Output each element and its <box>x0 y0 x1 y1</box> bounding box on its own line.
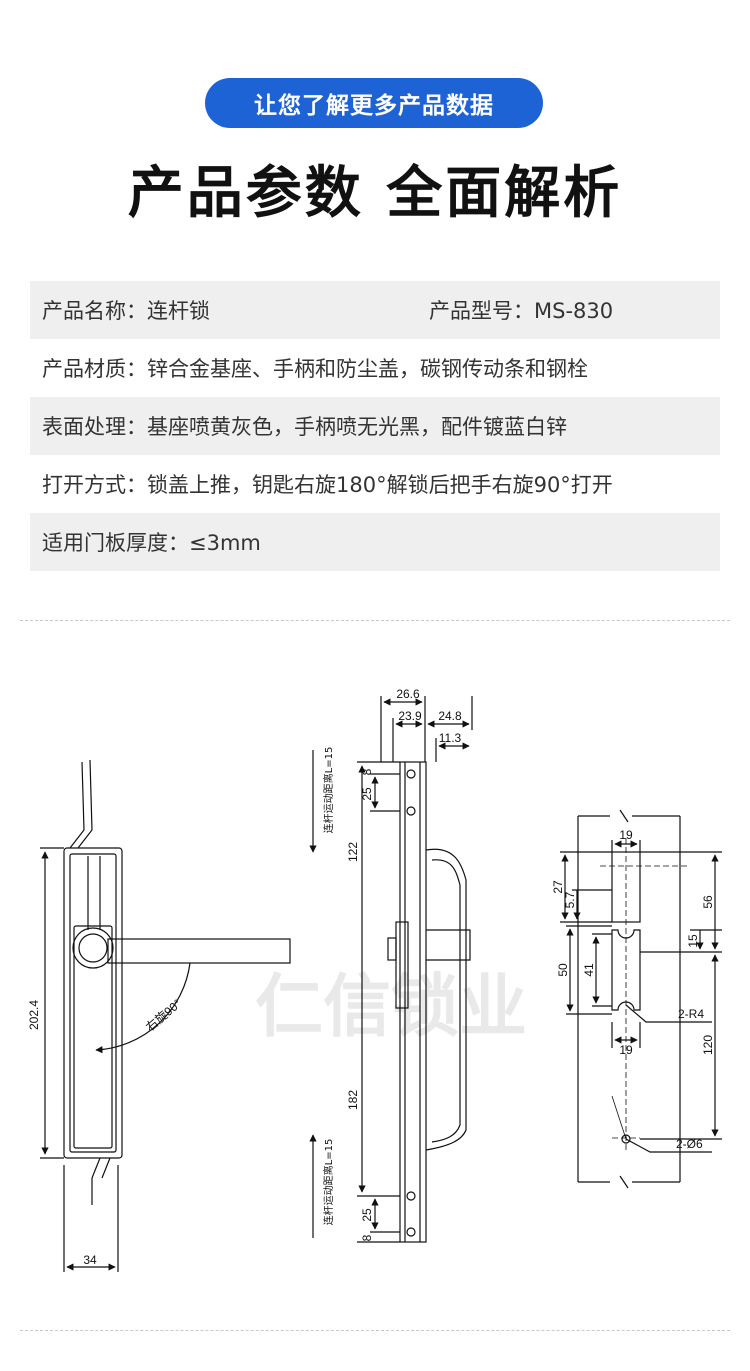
front-view <box>40 759 291 1272</box>
spec-value: 连杆锁 <box>147 299 210 323</box>
spec-label: 打开方式： <box>42 473 147 497</box>
spec-label: 表面处理： <box>42 415 147 439</box>
spec-row-opening: 打开方式：锁盖上推，钥匙右旋180°解锁后把手右旋90°打开 <box>30 455 720 513</box>
dim-8-bottom: 8 <box>360 1234 374 1241</box>
dim-8-top: 8 <box>360 768 374 775</box>
cutout-view <box>560 809 722 1189</box>
front-width-dim: 34 <box>83 1253 97 1267</box>
dim-26-6: 26.6 <box>396 687 420 701</box>
spec-row-surface: 表面处理：基座喷黄灰色，手柄喷无光黑，配件镀蓝白锌 <box>30 397 720 455</box>
bottom-divider <box>20 1330 730 1331</box>
section-pill: 让您了解更多产品数据 <box>205 78 543 128</box>
front-height-dim: 202.4 <box>27 1000 41 1030</box>
spec-label: 产品材质： <box>42 357 147 381</box>
dim-25-bottom: 25 <box>360 1208 374 1222</box>
spec-value: ≤3mm <box>189 531 261 555</box>
spec-label: 适用门板厚度： <box>42 531 189 555</box>
dim-120: 120 <box>701 1035 715 1055</box>
radius-note: 2-R4 <box>678 1007 704 1021</box>
spec-row-material: 产品材质：锌合金基座、手柄和防尘盖，碳钢传动条和钢栓 <box>30 339 720 397</box>
dim-50: 50 <box>556 963 570 977</box>
spec-label: 产品名称： <box>42 299 147 323</box>
top-divider <box>20 620 730 621</box>
dim-23-9: 23.9 <box>398 709 422 723</box>
dim-25-top: 25 <box>360 787 374 801</box>
dim-19-top: 19 <box>619 828 633 842</box>
spec-value: MS-830 <box>534 299 614 323</box>
spec-value: 锁盖上推，钥匙右旋180°解锁后把手右旋90°打开 <box>147 473 613 497</box>
spec-value: 基座喷黄灰色，手柄喷无光黑，配件镀蓝白锌 <box>147 415 567 439</box>
travel-note-top: 连杆运动距离L=15 <box>322 747 335 834</box>
dim-15: 15 <box>686 934 700 948</box>
dim-27: 27 <box>551 880 565 894</box>
rotation-note: 右旋90° <box>142 996 184 1035</box>
spec-row-thickness: 适用门板厚度：≤3mm <box>30 513 720 571</box>
watermark: 仁信锁业 <box>255 968 527 1047</box>
technical-drawing: 仁信锁业 <box>27 687 722 1272</box>
dim-24-8: 24.8 <box>438 709 462 723</box>
dim-182: 182 <box>346 1090 360 1110</box>
dim-41: 41 <box>582 963 596 977</box>
spec-value: 锌合金基座、手柄和防尘盖，碳钢传动条和钢栓 <box>147 357 588 381</box>
dim-19-bottom: 19 <box>619 1043 633 1057</box>
side-view <box>309 696 473 1243</box>
front-dims: 202.4 34 右旋90° <box>27 996 184 1267</box>
cutout-dims: 19 27 5.7 56 15 50 41 19 120 2-R4 2-Ø6 <box>551 828 715 1151</box>
side-dims: 26.6 23.9 24.8 11.3 8 25 122 182 25 8 连杆… <box>322 687 462 1241</box>
dim-56: 56 <box>701 895 715 909</box>
hole-note: 2-Ø6 <box>676 1137 703 1151</box>
dim-11-3: 11.3 <box>439 731 462 745</box>
page-title: 产品参数 全面解析 <box>127 161 623 226</box>
travel-note-bottom: 连杆运动距离L=15 <box>322 1139 335 1226</box>
spec-row-name: 产品名称：连杆锁 产品型号：MS-830 <box>30 281 720 339</box>
dim-122: 122 <box>346 842 360 862</box>
spec-label: 产品型号： <box>429 299 534 323</box>
dim-5-7: 5.7 <box>563 891 577 908</box>
